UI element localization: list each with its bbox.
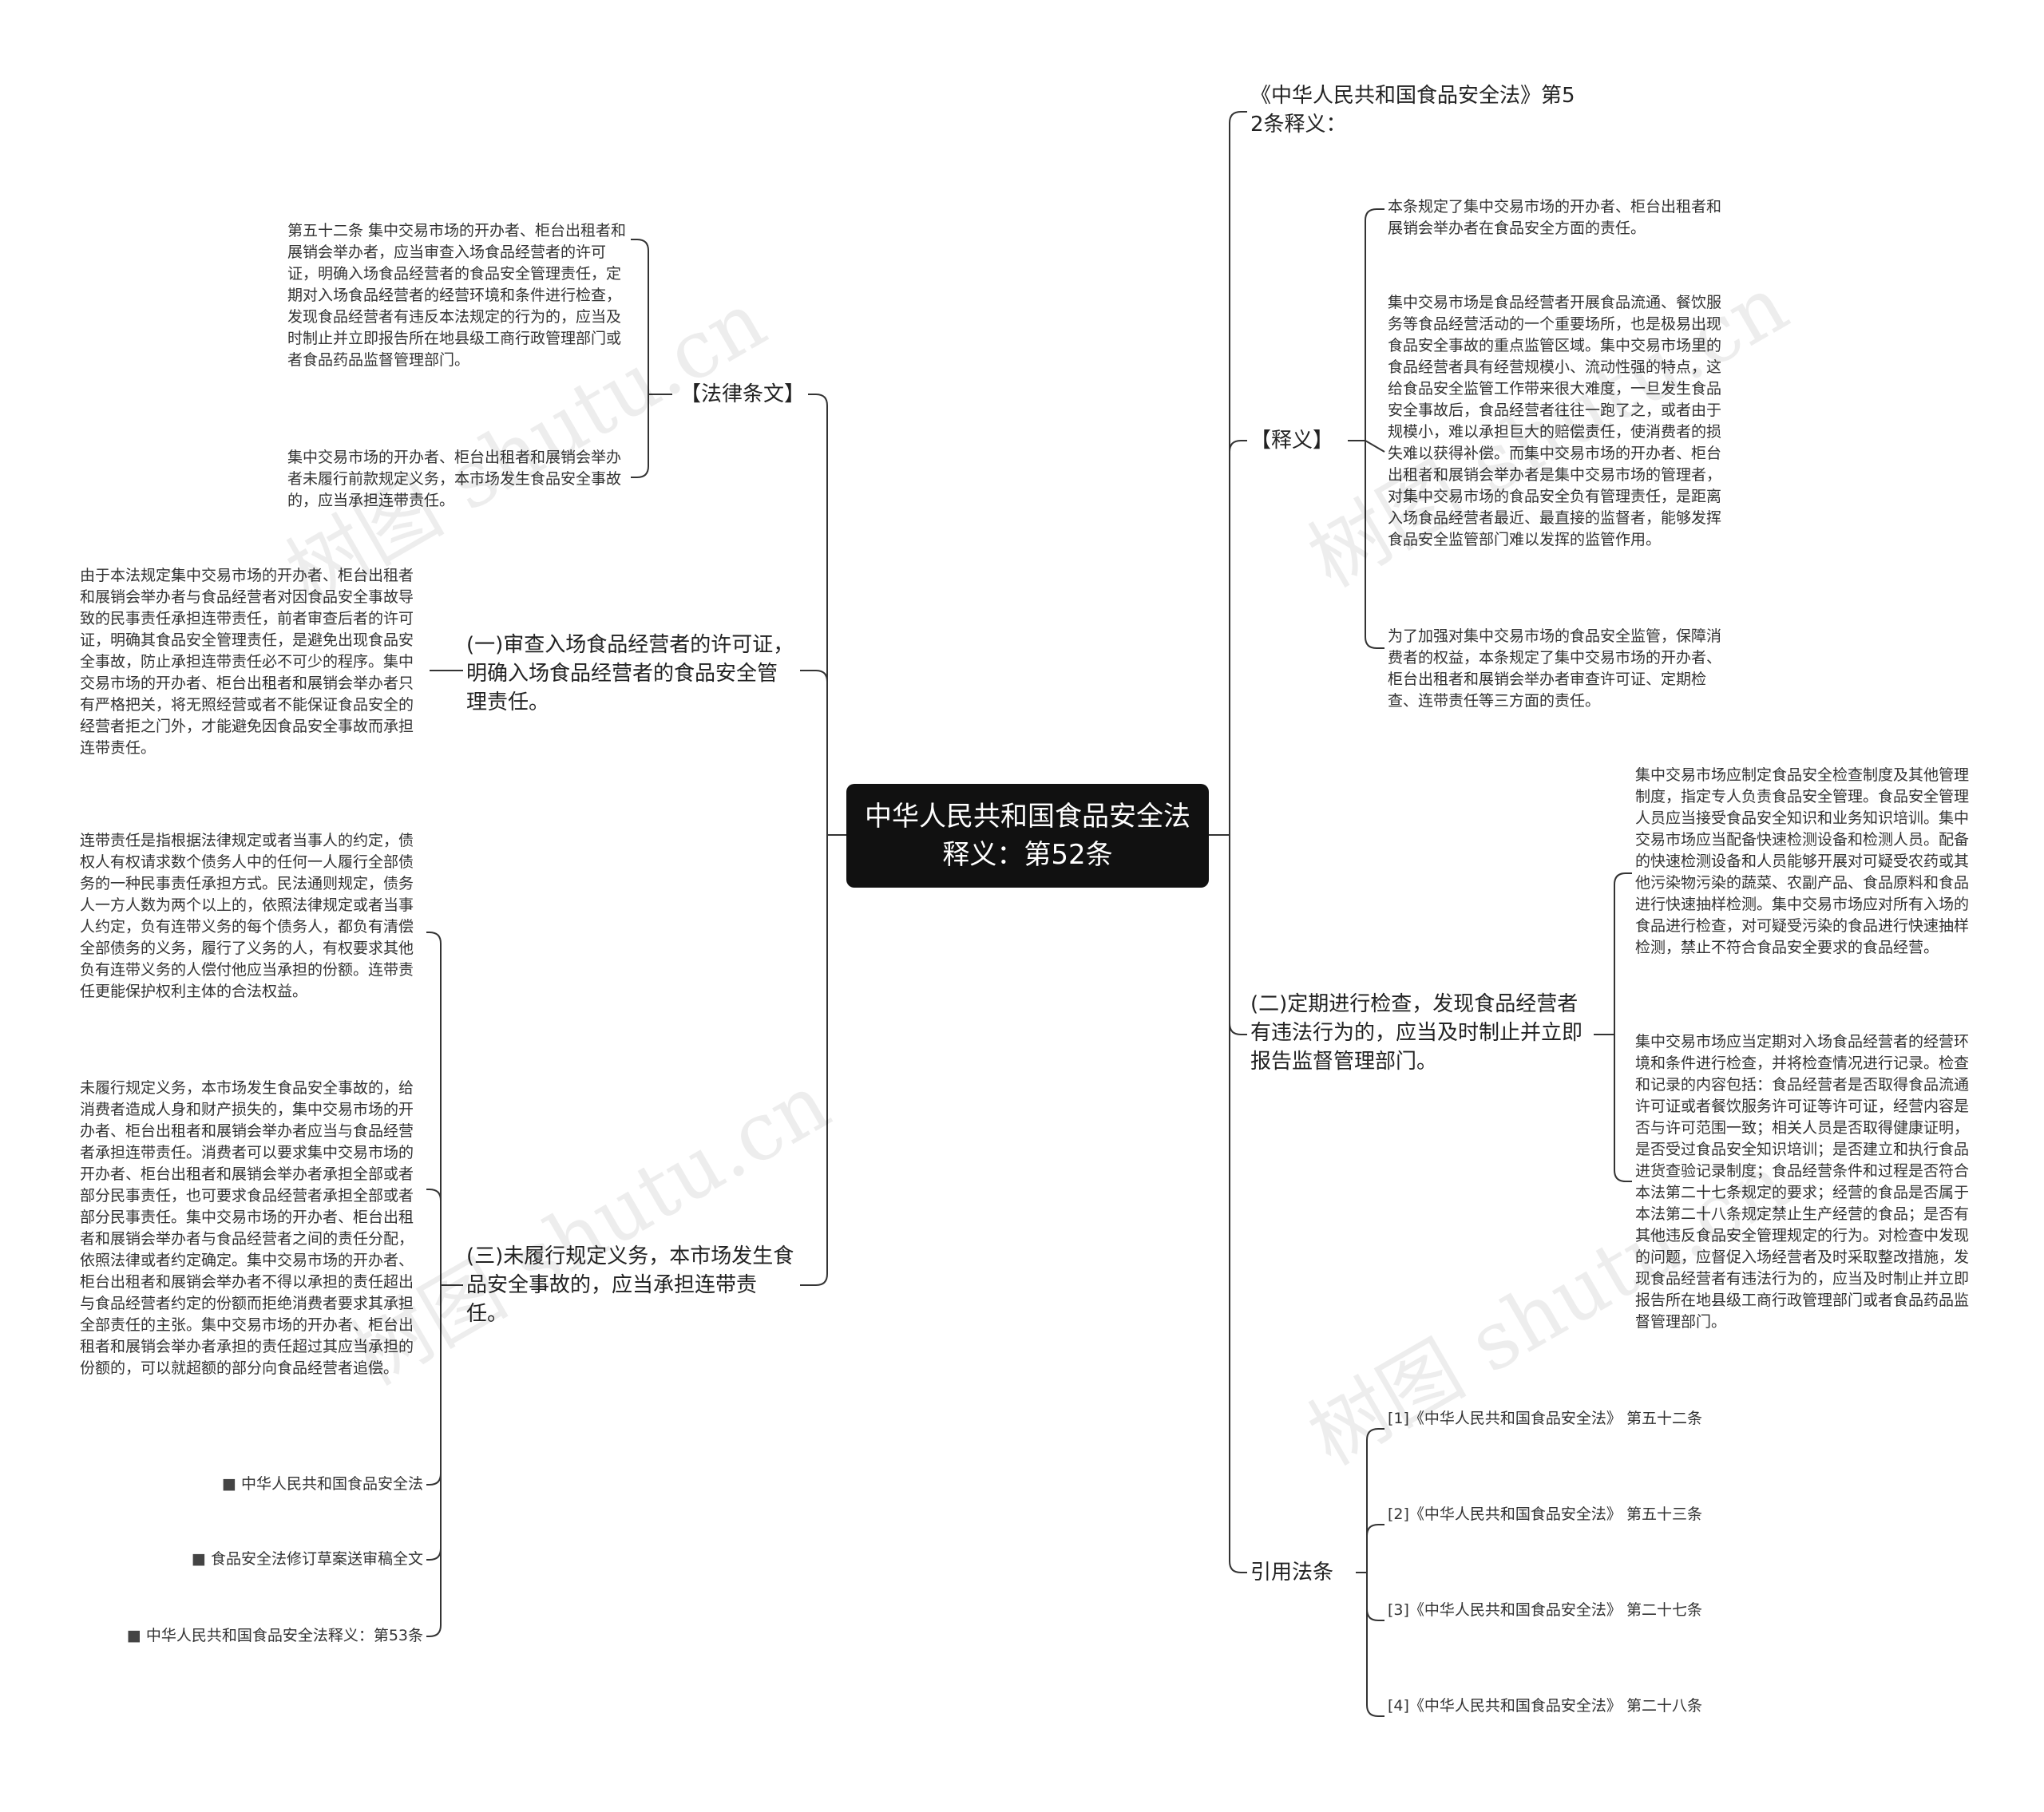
root-right-branch-0 (1229, 111, 1247, 835)
branch-item-1[interactable]: (一)审查入场食品经营者的许可证，明确入场食品经营者的食品安全管理责任。 (466, 633, 794, 714)
explain-branch-2 (1365, 441, 1384, 649)
explain-branch-0 (1365, 208, 1384, 441)
root-left-branch-2 (800, 835, 828, 1286)
root-title: 中华人民共和国食品安全法释义：第52条 (865, 801, 1190, 871)
root-right-branch-3 (1229, 835, 1247, 1573)
explain-text-1: 本条规定了集中交易市场的开办者、柜台出租者和展销会举办者在食品安全方面的责任。 (1388, 198, 1722, 237)
explain-branch-1 (1365, 440, 1385, 453)
refs-branch-0 (1366, 1428, 1384, 1573)
branch-item-2[interactable]: (二)定期进行检查，发现食品经营者有违法行为的，应当及时制止并立即报告监督管理部… (1250, 992, 1583, 1074)
root-left-branch-1 (800, 670, 828, 835)
item3-branch-3 (426, 1285, 442, 1561)
refs-branch-2 (1366, 1573, 1384, 1621)
root-right-branch-1 (1229, 440, 1247, 835)
item3-branch-0 (426, 932, 442, 1285)
bullet-icon: ■ (222, 1475, 236, 1493)
item-3-joint-liability: 连带责任是指根据法律规定或者当事人的约定，债权人有权请求数个债务人中的任何一人履… (80, 832, 414, 1000)
branch-refs[interactable]: 引用法条 (1250, 1561, 1334, 1585)
branch-item-3[interactable]: (三)未履行规定义务，本市场发生食品安全事故的，应当承担连带责任。 (466, 1244, 794, 1326)
item-2-text-1: 集中交易市场应制定食品安全检查制度及其他管理制度，指定专人负责食品安全管理。食品… (1635, 766, 1970, 956)
item-3-obligation: 未履行规定义务，本市场发生食品安全事故的，给消费者造成人身和财产损失的，集中交易… (80, 1079, 414, 1377)
item3-branch-4 (426, 1285, 442, 1637)
refs-branch-1 (1366, 1524, 1384, 1573)
explain-text-3: 为了加强对集中交易市场的食品安全监管，保障消费者的权益，本条规定了集中交易市场的… (1388, 627, 1722, 710)
ref-item-4[interactable]: [4]《中华人民共和国食品安全法》 第二十八条 (1388, 1697, 1702, 1715)
law-clause-text-2: 集中交易市场的开办者、柜台出租者和展销会举办者未履行前款规定义务，本市场发生食品… (287, 449, 622, 509)
item-2-text-2: 集中交易市场应当定期对入场食品经营者的经营环境和条件进行检查，并将检查情况进行记… (1635, 1033, 1970, 1331)
law-clause-text-1: 第五十二条 集中交易市场的开办者、柜台出租者和展销会举办者，应当审查入场食品经营… (287, 222, 627, 369)
law-clause-branch-0 (631, 239, 649, 394)
branch-intro[interactable]: 《中华人民共和国食品安全法》第52条释义： (1250, 84, 1575, 136)
item-1-explanation: 由于本法规定集中交易市场的开办者、柜台出租者和展销会举办者与食品经营者对因食品安… (80, 567, 414, 757)
item3-branch-2 (426, 1285, 442, 1486)
bullet-icon: ■ (192, 1550, 206, 1568)
ref-item-2[interactable]: [2]《中华人民共和国食品安全法》 第五十三条 (1388, 1505, 1702, 1523)
law-clause-branch-1 (631, 394, 649, 478)
item2-branch-0 (1614, 872, 1632, 1035)
related-link-2[interactable]: ■食品安全法修订草案送审稿全文 (192, 1550, 423, 1568)
related-link-1[interactable]: ■中华人民共和国食品安全法 (222, 1475, 423, 1493)
root-right-branch-2 (1229, 835, 1247, 1035)
ref-item-3[interactable]: [3]《中华人民共和国食品安全法》 第二十七条 (1388, 1601, 1702, 1619)
refs-branch-3 (1366, 1573, 1384, 1717)
item3-branch-1 (426, 1189, 442, 1285)
root-node[interactable]: 中华人民共和国食品安全法释义：第52条 (846, 784, 1209, 888)
branch-explain[interactable]: 【释义】 (1250, 429, 1334, 453)
ref-item-1[interactable]: [1]《中华人民共和国食品安全法》 第五十二条 (1388, 1410, 1702, 1427)
explain-text-2: 集中交易市场是食品经营者开展食品流通、餐饮服务等食品经营活动的一个重要场所，也是… (1388, 294, 1722, 548)
root-left-branch-0 (808, 394, 828, 835)
branch-law-clause[interactable]: 【法律条文】 (680, 382, 806, 406)
related-link-3[interactable]: ■中华人民共和国食品安全法释义：第53条 (126, 1627, 423, 1644)
bullet-icon: ■ (126, 1627, 141, 1644)
item2-branch-1 (1614, 1035, 1632, 1182)
